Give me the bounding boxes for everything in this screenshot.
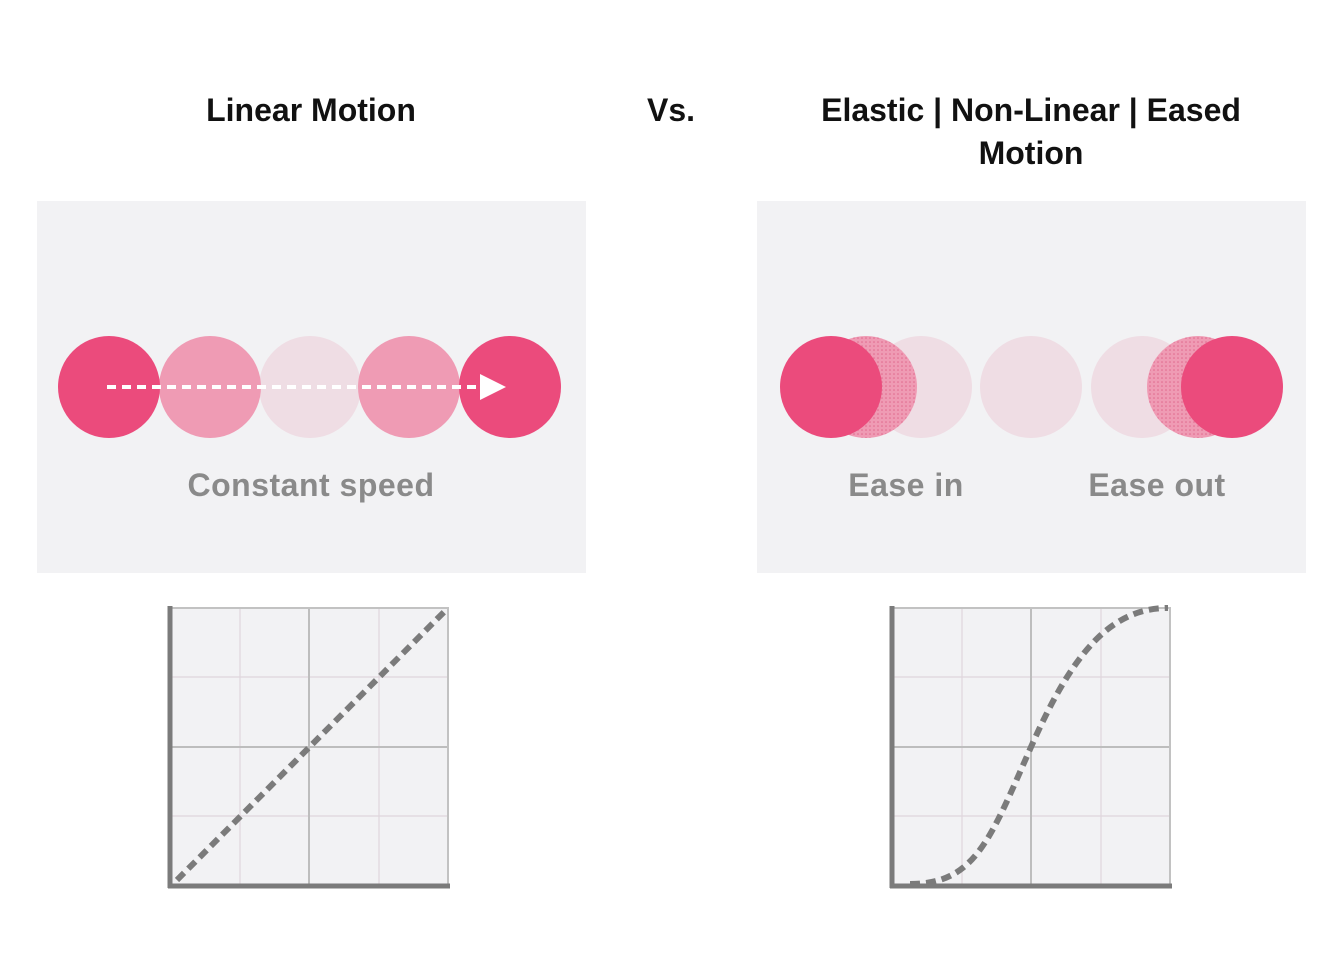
eased-motion-panel: Ease in Ease out: [757, 201, 1306, 573]
middle-circle: [980, 336, 1082, 438]
ease-in-caption: Ease in: [848, 467, 964, 503]
ease-in-circle-start: [780, 336, 882, 438]
ease-out-caption: Ease out: [1088, 467, 1225, 503]
linear-motion-title: Linear Motion: [206, 92, 416, 128]
versus-label: Vs.: [646, 92, 696, 128]
ease-in-out-curve: [909, 605, 1169, 887]
linear-circle-2: [159, 336, 261, 438]
linear-circle-end: [459, 336, 561, 438]
linear-timing-graph: [167, 606, 450, 889]
arrow-head-icon: [480, 374, 506, 400]
constant-speed-caption: Constant speed: [187, 467, 434, 503]
eased-motion-title: Elastic | Non-Linear | Eased Motion: [821, 92, 1241, 171]
linear-motion-panel: Constant speed: [37, 201, 586, 573]
ease-out-circle-end: [1181, 336, 1283, 438]
eased-timing-graph: [889, 605, 1172, 889]
linear-graph-center-lines: [170, 608, 448, 886]
